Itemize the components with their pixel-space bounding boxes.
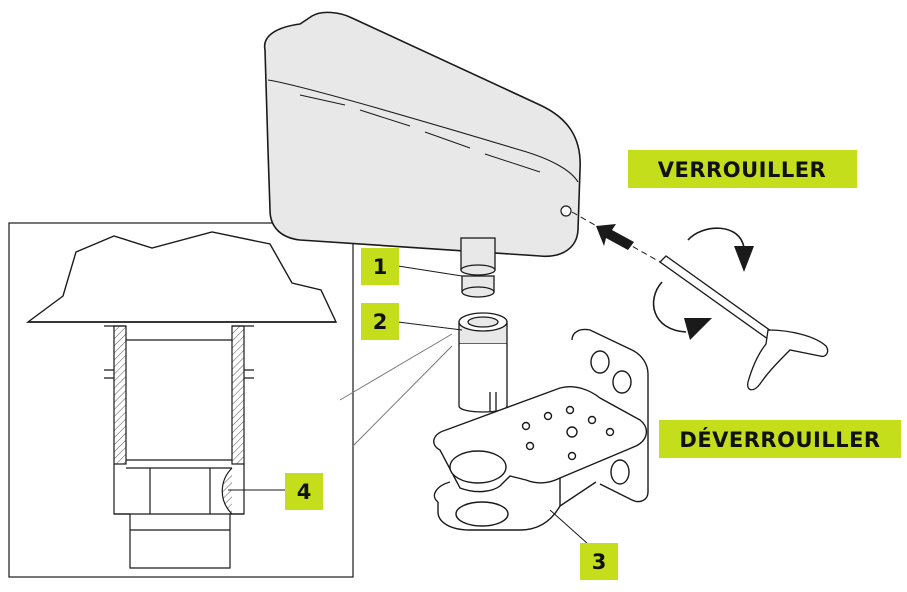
zoom-leader-lines — [339, 333, 453, 447]
inset-armpad-section — [25, 231, 338, 323]
locking-pin — [658, 255, 829, 391]
callout-3: 3 — [549, 509, 618, 580]
callout-2-text: 2 — [373, 310, 388, 334]
sleeve — [458, 312, 508, 413]
unlock-label: DÉVERROUILLER — [659, 420, 901, 458]
curved-arrow-clockwise-icon — [687, 227, 754, 272]
callout-1: 1 — [361, 248, 463, 285]
armrest-pad — [263, 11, 581, 257]
svg-text:DÉVERROUILLER: DÉVERROUILLER — [679, 427, 880, 452]
callout-2: 2 — [361, 303, 463, 340]
callout-4-text: 4 — [297, 480, 312, 504]
mounting-bracket — [433, 328, 649, 531]
svg-text:VERROUILLER: VERROUILLER — [658, 158, 826, 182]
callout-3-text: 3 — [592, 550, 607, 574]
lock-label: VERROUILLER — [628, 150, 857, 188]
svg-text:1: 1 — [373, 255, 388, 279]
armrest-pin — [460, 237, 496, 298]
callout-4: 4 — [228, 473, 323, 510]
inset-sleeve-section — [104, 325, 254, 569]
detail-inset — [8, 222, 354, 578]
curved-arrow-counterclockwise-icon — [652, 281, 712, 340]
insert-arrow-icon — [571, 211, 661, 263]
